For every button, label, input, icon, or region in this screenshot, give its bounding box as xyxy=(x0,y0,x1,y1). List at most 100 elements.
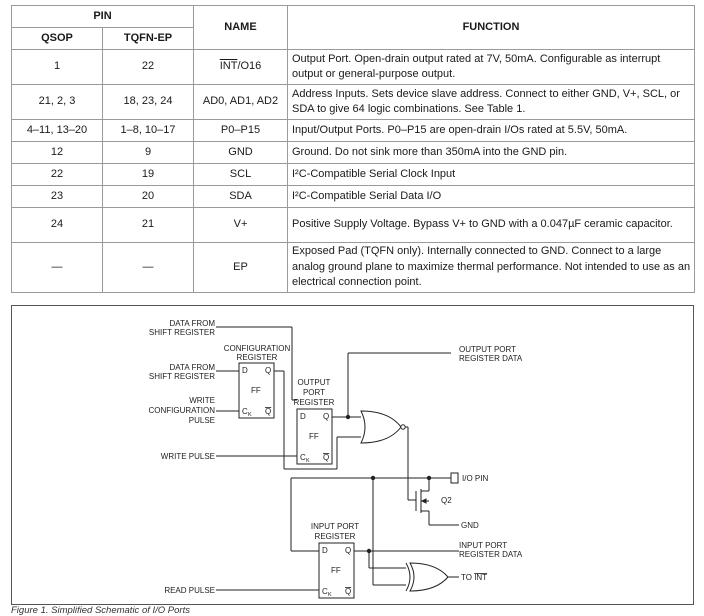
label-gnd: GND xyxy=(461,521,479,530)
ff-d-label: D xyxy=(300,412,306,421)
ff-d-label: D xyxy=(242,366,248,375)
cell-function: Ground. Do not sink more than 350mA into… xyxy=(287,141,695,164)
cell-name: SCL xyxy=(193,163,288,186)
title-register: REGISTER xyxy=(237,353,278,362)
name-overline: INT xyxy=(219,60,238,73)
cell-function: Input/Output Ports. P0–P15 are open-drai… xyxy=(287,119,695,142)
ff-ck-sub-label: K xyxy=(306,458,310,464)
config-register-ff: D Q FF C K Q xyxy=(238,362,275,419)
output-port-register-ff: D Q FF C K Q xyxy=(296,408,333,465)
header-name: NAME xyxy=(193,5,288,50)
label-to-int: TO INT xyxy=(461,573,487,582)
table-row: 21, 2, 3 18, 23, 24 AD0, AD1, AD2 Addres… xyxy=(11,84,695,120)
junction-dots xyxy=(345,414,432,554)
cell-name: V+ xyxy=(193,207,288,243)
table-row: 22 19 SCL I²C-Compatible Serial Clock In… xyxy=(11,163,695,186)
label-read-pulse: READ PULSE xyxy=(164,586,215,595)
label-input-port: INPUT PORT xyxy=(459,541,507,550)
cell-qsop: 21, 2, 3 xyxy=(11,84,103,120)
cell-tqfn: 18, 23, 24 xyxy=(102,84,194,120)
ff-ck-label: C xyxy=(300,453,306,462)
nor-gate xyxy=(360,410,406,444)
header-function: FUNCTION xyxy=(287,5,695,50)
ff-d-label: D xyxy=(322,546,328,555)
title-register: REGISTER xyxy=(315,532,356,541)
cell-tqfn: 20 xyxy=(102,185,194,208)
table-row: 23 20 SDA I²C-Compatible Serial Data I/O xyxy=(11,185,695,208)
cell-function: I²C-Compatible Serial Clock Input xyxy=(287,163,695,186)
header-qsop: QSOP xyxy=(11,27,103,50)
label-write-pulse: WRITE PULSE xyxy=(161,452,215,461)
ff-q-label: Q xyxy=(345,546,351,555)
label-data-from-shift-1a: DATA FROM xyxy=(170,319,216,328)
cell-qsop: 22 xyxy=(11,163,103,186)
ff-ck-label: C xyxy=(322,587,328,596)
title-register: REGISTER xyxy=(294,398,335,407)
title-configuration: CONFIGURATION xyxy=(224,344,291,353)
q2-transistor-icon xyxy=(415,489,429,513)
schematic-border xyxy=(11,305,694,605)
label-data-from-shift-2b: SHIFT REGISTER xyxy=(149,372,215,381)
ff-qbar-label: Q xyxy=(323,453,329,462)
figure-caption: Figure 1. Simplified Schematic of I/O Po… xyxy=(11,605,190,616)
label-io-pin: I/O PIN xyxy=(462,474,488,483)
cell-qsop: 1 xyxy=(11,49,103,85)
io-pin-pad-icon xyxy=(450,472,459,484)
ff-ck-sub-label: K xyxy=(328,592,332,598)
cell-function: Positive Supply Voltage. Bypass V+ to GN… xyxy=(287,207,695,243)
cell-name: GND xyxy=(193,141,288,164)
cell-tqfn: — xyxy=(102,242,194,293)
cell-function: Exposed Pad (TQFN only). Internally conn… xyxy=(287,242,695,293)
right-labels: OUTPUT PORT REGISTER DATA I/O PIN Q2 GND… xyxy=(441,345,523,582)
table-row: — — EP Exposed Pad (TQFN only). Internal… xyxy=(11,242,695,293)
left-labels: DATA FROM SHIFT REGISTER DATA FROM SHIFT… xyxy=(148,319,215,595)
pin-description-table: PIN NAME FUNCTION QSOP TQFN-EP 1 22 INT/… xyxy=(11,5,695,293)
title-output: OUTPUT xyxy=(298,378,331,387)
label-pulse: PULSE xyxy=(189,416,215,425)
ff-ck-label: C xyxy=(242,407,248,416)
label-data-from-shift-1b: SHIFT REGISTER xyxy=(149,328,215,337)
table-row: 4–11, 13–20 1–8, 10–17 P0–P15 Input/Outp… xyxy=(11,119,695,142)
ff-q-label: Q xyxy=(265,366,271,375)
register-titles: CONFIGURATION REGISTER OUTPUT PORT REGIS… xyxy=(224,344,359,541)
header-tqfn: TQFN-EP xyxy=(102,27,194,50)
cell-tqfn: 21 xyxy=(102,207,194,243)
table-row: 1 22 INT/O16 Output Port. Open-drain out… xyxy=(11,49,695,85)
title-port: PORT xyxy=(303,388,325,397)
table-row: 24 21 V+ Positive Supply Voltage. Bypass… xyxy=(11,207,695,243)
ff-qbar-label: Q xyxy=(265,407,271,416)
ff-label: FF xyxy=(251,386,261,395)
label-register-data: REGISTER DATA xyxy=(459,550,523,559)
table-row: 12 9 GND Ground. Do not sink more than 3… xyxy=(11,141,695,164)
ff-label: FF xyxy=(309,432,319,441)
label-register-data: REGISTER DATA xyxy=(459,354,523,363)
cell-name: INT/O16 xyxy=(193,49,288,85)
ff-label: FF xyxy=(331,566,341,575)
cell-tqfn: 9 xyxy=(102,141,194,164)
cell-tqfn: 19 xyxy=(102,163,194,186)
cell-function: I²C-Compatible Serial Data I/O xyxy=(287,185,695,208)
label-output-port: OUTPUT PORT xyxy=(459,345,516,354)
title-input-port: INPUT PORT xyxy=(311,522,359,531)
label-q2: Q2 xyxy=(441,496,452,505)
cell-qsop: 12 xyxy=(11,141,103,164)
cell-tqfn: 22 xyxy=(102,49,194,85)
cell-name: SDA xyxy=(193,185,288,208)
cell-name: EP xyxy=(193,242,288,293)
header-pin: PIN xyxy=(11,5,194,28)
cell-name: AD0, AD1, AD2 xyxy=(193,84,288,120)
cell-qsop: 23 xyxy=(11,185,103,208)
label-write: WRITE xyxy=(189,396,215,405)
label-configuration: CONFIGURATION xyxy=(148,406,215,415)
cell-qsop: — xyxy=(11,242,103,293)
input-port-register-ff: D Q FF C K Q xyxy=(318,542,355,599)
cell-function: Address Inputs. Sets device slave addres… xyxy=(287,84,695,120)
ff-ck-sub-label: K xyxy=(248,412,252,418)
name-rest: /O16 xyxy=(237,60,262,73)
label-data-from-shift-2a: DATA FROM xyxy=(170,363,216,372)
cell-name: P0–P15 xyxy=(193,119,288,142)
cell-qsop: 4–11, 13–20 xyxy=(11,119,103,142)
xor-gate xyxy=(405,562,449,592)
cell-function: Output Port. Open-drain output rated at … xyxy=(287,49,695,85)
io-port-schematic: D Q FF C K Q D Q FF C K Q D Q FF C K Q xyxy=(11,305,694,605)
